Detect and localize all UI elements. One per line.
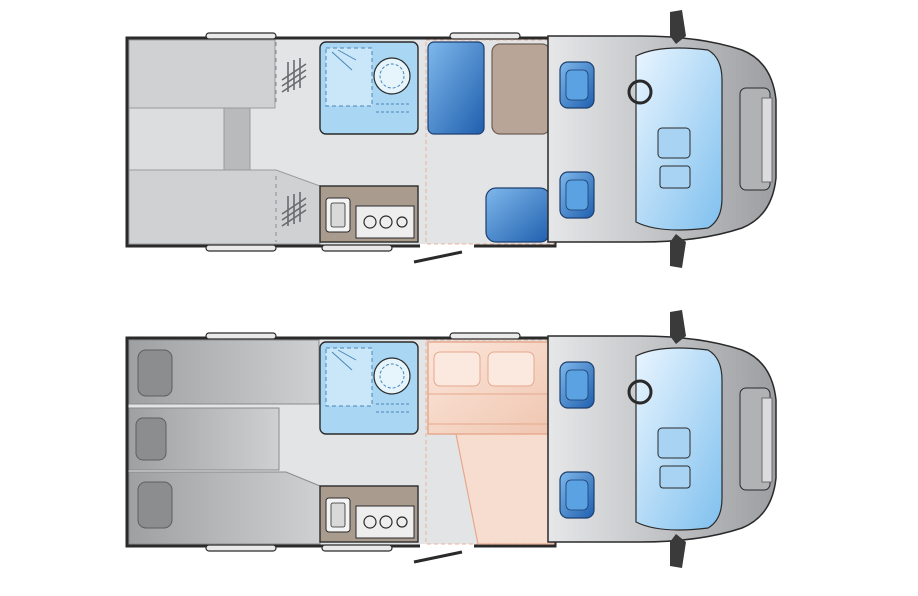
rear-table (128, 107, 225, 171)
kitchen-counter (319, 485, 419, 543)
pillow (433, 351, 481, 387)
pillow (135, 417, 167, 461)
dinette-bench-rear (485, 187, 551, 243)
dinette-bench-front (427, 41, 485, 135)
kitchen-counter (319, 185, 419, 243)
ladder-icon (281, 192, 307, 227)
dinette-area (425, 39, 555, 245)
ladder-icon (281, 58, 307, 93)
bathroom (319, 341, 419, 435)
bathroom (319, 41, 419, 135)
driver-cab (546, 308, 778, 570)
dinette-table (491, 43, 551, 135)
driver-cab (546, 8, 778, 270)
pillow (487, 351, 535, 387)
rear-sofa-left (128, 39, 276, 109)
table-leg (223, 107, 251, 171)
pillow (137, 349, 173, 397)
day-layout (125, 8, 778, 270)
pillow (137, 481, 173, 529)
night-layout (125, 308, 778, 570)
